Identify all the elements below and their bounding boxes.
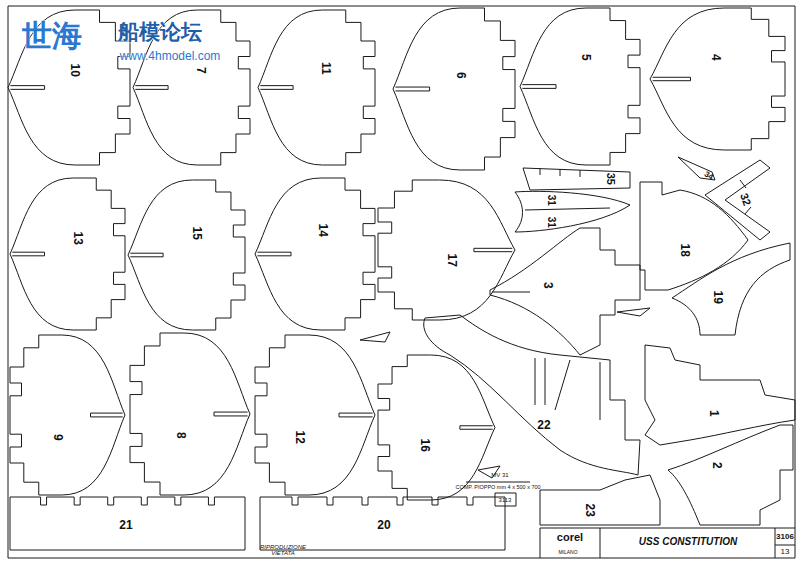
part-number: 4 xyxy=(709,54,722,61)
part-outline xyxy=(522,85,556,89)
part-outline xyxy=(255,178,375,330)
part-number: 35 xyxy=(604,173,616,185)
part-outline xyxy=(640,182,748,290)
part-outline xyxy=(12,252,44,256)
part-number: 14 xyxy=(317,223,330,236)
part-outline xyxy=(535,358,600,420)
part-number: 31 xyxy=(546,194,557,205)
part-outline xyxy=(378,355,495,500)
sheet-note: 13 xyxy=(781,548,790,556)
part-outline xyxy=(495,493,516,506)
part-outline xyxy=(540,528,795,558)
part-number: 13 xyxy=(72,231,85,244)
part-outline xyxy=(128,180,245,330)
part-outline xyxy=(393,8,515,170)
part-outline xyxy=(424,315,640,475)
watermark: 船模论坛 xyxy=(118,21,202,43)
part-outline xyxy=(258,10,375,165)
part-outline xyxy=(260,86,293,90)
part-number: 16 xyxy=(419,438,432,451)
part-number: 21 xyxy=(119,519,132,532)
part-outline xyxy=(523,168,630,190)
part-outline xyxy=(8,10,130,165)
part-outline xyxy=(705,160,770,240)
part-outline xyxy=(672,243,790,335)
part-outline xyxy=(135,86,168,90)
sheet-note: MV 31 xyxy=(491,472,508,478)
part-number: 9 xyxy=(51,434,64,441)
part-outline xyxy=(474,248,512,251)
sheet-note: corel xyxy=(557,532,583,544)
sheet-note: RIPRODUZIONE VIETATA xyxy=(258,544,308,557)
part-outline xyxy=(130,253,163,257)
part-number: 17 xyxy=(446,253,459,266)
part-outline xyxy=(645,345,795,445)
part-outline xyxy=(617,308,650,316)
part-outline xyxy=(10,86,44,90)
part-number: 2 xyxy=(710,462,723,469)
part-outline xyxy=(515,191,630,232)
part-outline xyxy=(8,6,795,558)
part-outline xyxy=(10,335,125,495)
part-outline xyxy=(668,425,793,525)
part-outline xyxy=(339,413,373,417)
part-outline xyxy=(395,87,429,91)
part-outline xyxy=(260,497,505,550)
part-number: 1 xyxy=(707,410,720,417)
part-outline xyxy=(650,8,785,150)
watermark: www.4hmodel.com xyxy=(120,50,221,63)
part-number: 8 xyxy=(174,432,187,439)
part-number: 10 xyxy=(69,63,82,76)
part-number: 19 xyxy=(712,290,725,303)
part-outline xyxy=(360,332,390,342)
sheet-note: 3106 xyxy=(776,533,794,541)
part-outline xyxy=(214,412,248,416)
part-number: 7 xyxy=(194,67,207,74)
part-outline xyxy=(490,228,640,355)
sheet-title: USS CONSTITUTION xyxy=(639,537,737,548)
sheet-note: 3113 xyxy=(499,497,512,503)
part-number: 23 xyxy=(584,503,597,516)
part-outline xyxy=(91,413,123,417)
sheet-note: MILANO xyxy=(558,550,577,555)
part-outline xyxy=(378,180,515,320)
part-outline xyxy=(653,77,691,80)
part-number: 11 xyxy=(319,62,332,75)
part-outline xyxy=(130,333,250,495)
part-outline xyxy=(492,292,530,293)
part-number: 12 xyxy=(294,430,307,443)
part-outline xyxy=(520,8,640,165)
part-number: 32 xyxy=(737,192,752,207)
part-outline xyxy=(257,252,291,256)
part-number: 20 xyxy=(377,519,390,532)
part-outline xyxy=(466,482,530,483)
sheet-note: COMP. PIOPPO mm 4 x 500 x 700 xyxy=(455,485,540,491)
watermark: 世海 xyxy=(22,20,82,52)
part-outline xyxy=(540,475,660,525)
part-outline xyxy=(525,208,610,210)
part-outline xyxy=(10,497,245,550)
part-number: 15 xyxy=(191,226,204,239)
part-number: 31 xyxy=(546,216,557,227)
part-number: 22 xyxy=(537,419,550,432)
part-outline xyxy=(460,426,493,429)
part-outline xyxy=(10,178,125,330)
part-number: 18 xyxy=(679,243,692,256)
part-number: 3 xyxy=(541,282,554,289)
part-number: 6 xyxy=(454,72,467,79)
part-outline xyxy=(255,335,375,495)
part-number: 5 xyxy=(579,54,592,61)
